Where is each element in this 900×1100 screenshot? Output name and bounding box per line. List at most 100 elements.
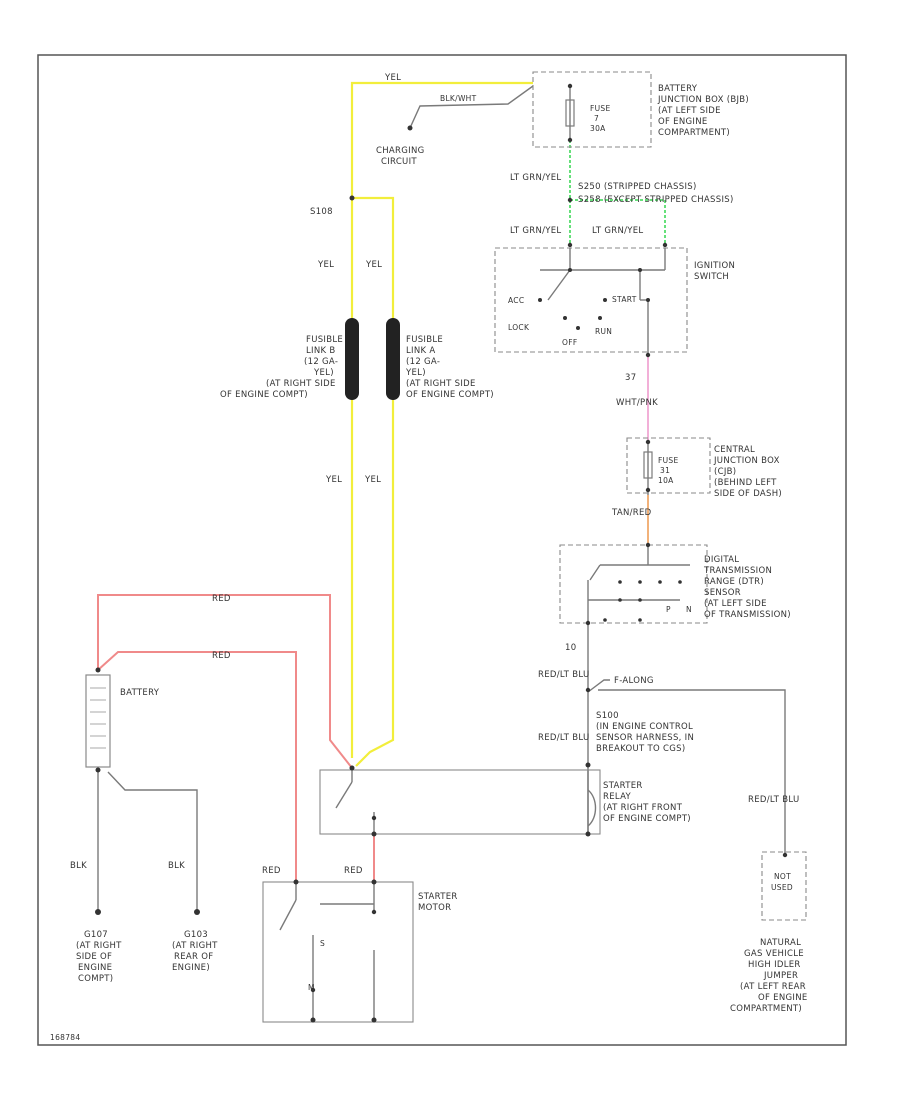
battery-label: BATTERY <box>120 688 160 698</box>
charging-circuit-label: CHARGING CIRCUIT <box>376 146 425 167</box>
battery-cells <box>90 687 106 749</box>
svg-text:STARTER: STARTER <box>418 892 458 902</box>
starter-motor-label: STARTER MOTOR <box>418 892 458 913</box>
switch-lock-label: LOCK <box>508 323 530 332</box>
red-starter-right-label: RED <box>344 866 363 876</box>
svg-text:S100: S100 <box>596 711 619 721</box>
green-wire-group <box>569 140 666 245</box>
starter-motor-box <box>262 881 414 1023</box>
charging-circuit-node <box>407 125 413 131</box>
yel-left-lower-label: YEL <box>325 475 342 485</box>
svg-text:COMPARTMENT): COMPARTMENT) <box>658 128 730 138</box>
svg-text:YEL): YEL) <box>313 368 334 378</box>
cjb-fuse-label: FUSE 31 10A <box>658 456 678 485</box>
svg-text:30A: 30A <box>590 124 606 133</box>
yel-left-upper-label: YEL <box>317 260 334 270</box>
starter-relay-internals <box>335 765 597 837</box>
svg-text:NOT: NOT <box>774 872 791 881</box>
svg-text:FUSIBLE: FUSIBLE <box>306 335 343 345</box>
fusible-link-a <box>386 318 400 400</box>
gray-wire-group <box>97 85 786 910</box>
svg-text:(AT LEFT SIDE: (AT LEFT SIDE <box>658 106 721 116</box>
yel-wire-top <box>350 81 533 198</box>
ngv-jumper-label: NATURAL GAS VEHICLE HIGH IDLER JUMPER (A… <box>730 938 807 1014</box>
svg-text:OF TRANSMISSION): OF TRANSMISSION) <box>704 610 791 620</box>
svg-text:GAS VEHICLE: GAS VEHICLE <box>744 949 804 959</box>
starter-relay-label: STARTER RELAY (AT RIGHT FRONT OF ENGINE … <box>603 781 691 824</box>
red-wire-upper <box>97 594 353 769</box>
red-wire-lower <box>97 651 297 882</box>
battery-junction-box-label: BATTERY JUNCTION BOX (BJB) (AT LEFT SIDE… <box>657 84 749 138</box>
svg-text:7: 7 <box>594 114 599 123</box>
svg-text:G107: G107 <box>84 930 108 940</box>
fusible-link-b-label: FUSIBLE LINK B (12 GA- YEL) (AT RIGHT SI… <box>220 335 343 400</box>
g103-label: G103 (AT RIGHT REAR OF ENGINE) <box>172 930 218 973</box>
svg-text:(AT RIGHT SIDE: (AT RIGHT SIDE <box>406 379 476 389</box>
svg-text:NATURAL: NATURAL <box>760 938 801 948</box>
svg-text:(AT RIGHT: (AT RIGHT <box>172 941 218 951</box>
red-starter-left-label: RED <box>262 866 281 876</box>
f-along-label: F-ALONG <box>614 676 654 686</box>
svg-text:ENGINE: ENGINE <box>78 963 112 973</box>
svg-text:FUSE: FUSE <box>590 104 611 113</box>
bjb-node-bottom <box>567 137 573 143</box>
svg-text:CIRCUIT: CIRCUIT <box>381 157 417 167</box>
lt-grn-wire-split <box>570 199 666 245</box>
yellow-wire-group <box>350 81 533 767</box>
blk-right-label: BLK <box>168 861 185 871</box>
cjb-node-top <box>645 439 651 445</box>
svg-text:TRANSMISSION: TRANSMISSION <box>703 566 772 576</box>
dtr-n-label: N <box>686 605 692 614</box>
wire-37-label: 37 <box>625 373 636 383</box>
svg-text:FUSIBLE: FUSIBLE <box>406 335 443 345</box>
svg-text:OF ENGINE COMPT): OF ENGINE COMPT) <box>406 390 494 400</box>
s108-splice <box>349 195 355 201</box>
ignition-switch-label: IGNITION SWITCH <box>694 261 735 282</box>
bjb-fuse-body <box>565 99 575 127</box>
svg-text:(IN ENGINE CONTROL: (IN ENGINE CONTROL <box>596 722 693 732</box>
svg-text:SENSOR HARNESS, IN: SENSOR HARNESS, IN <box>596 733 694 743</box>
svg-text:TAN/RED: TAN/RED <box>611 508 652 518</box>
s258-label: S258 (EXCEPT STRIPPED CHASSIS) <box>578 195 734 205</box>
svg-text:BREAKOUT TO CGS): BREAKOUT TO CGS) <box>596 744 685 754</box>
battery-negative-node <box>95 767 101 773</box>
svg-text:(CJB): (CJB) <box>714 467 736 477</box>
blk-left-label: BLK <box>70 861 87 871</box>
ignition-switch-outline <box>494 247 688 353</box>
svg-text:DIGITAL: DIGITAL <box>704 555 739 565</box>
not-used-label: NOT USED <box>771 872 793 892</box>
s100-splice <box>585 762 591 768</box>
svg-text:IGNITION: IGNITION <box>694 261 735 271</box>
svg-text:(BEHIND LEFT: (BEHIND LEFT <box>714 478 777 488</box>
svg-text:OF ENGINE COMPT): OF ENGINE COMPT) <box>603 814 691 824</box>
bjb-fuse-label: FUSE 7 30A <box>590 104 611 133</box>
svg-text:JUMPER: JUMPER <box>763 971 798 981</box>
starter-motor-internals <box>279 879 377 1023</box>
charging-circuit-wire <box>409 85 534 129</box>
red-lt-blu-lower-label: RED/LT BLU <box>538 733 590 743</box>
red-wire-upper-label: RED <box>212 594 231 604</box>
dtr-p-label: P <box>666 605 671 614</box>
svg-text:JUNCTION BOX (BJB): JUNCTION BOX (BJB) <box>657 95 749 105</box>
svg-text:SWITCH: SWITCH <box>694 272 729 282</box>
starter-m-mark: M <box>308 983 315 992</box>
blk-wire-right <box>107 771 198 910</box>
wire-10-label: 10 <box>565 643 576 653</box>
f-along-switch <box>587 679 610 693</box>
cjb-fuse-body <box>643 451 653 479</box>
lt-grn-left-label: LT GRN/YEL <box>510 226 561 236</box>
dtr-sensor-internals <box>585 542 690 626</box>
svg-text:YEL): YEL) <box>405 368 426 378</box>
svg-text:SIDE OF DASH): SIDE OF DASH) <box>714 489 782 499</box>
s108-label: S108 <box>310 207 333 217</box>
starter-s-mark: S <box>320 939 325 948</box>
svg-text:COMPT): COMPT) <box>78 974 113 984</box>
svg-text:CHARGING: CHARGING <box>376 146 425 156</box>
figure-id: 168784 <box>50 1033 80 1042</box>
svg-text:(AT RIGHT SIDE: (AT RIGHT SIDE <box>266 379 336 389</box>
svg-text:ENGINE): ENGINE) <box>172 963 210 973</box>
s250-splice <box>567 197 573 203</box>
svg-text:BATTERY: BATTERY <box>658 84 698 94</box>
svg-text:LINK A: LINK A <box>406 346 436 356</box>
central-junction-box-label: CENTRAL JUNCTION BOX (CJB) (BEHIND LEFT … <box>713 445 782 499</box>
